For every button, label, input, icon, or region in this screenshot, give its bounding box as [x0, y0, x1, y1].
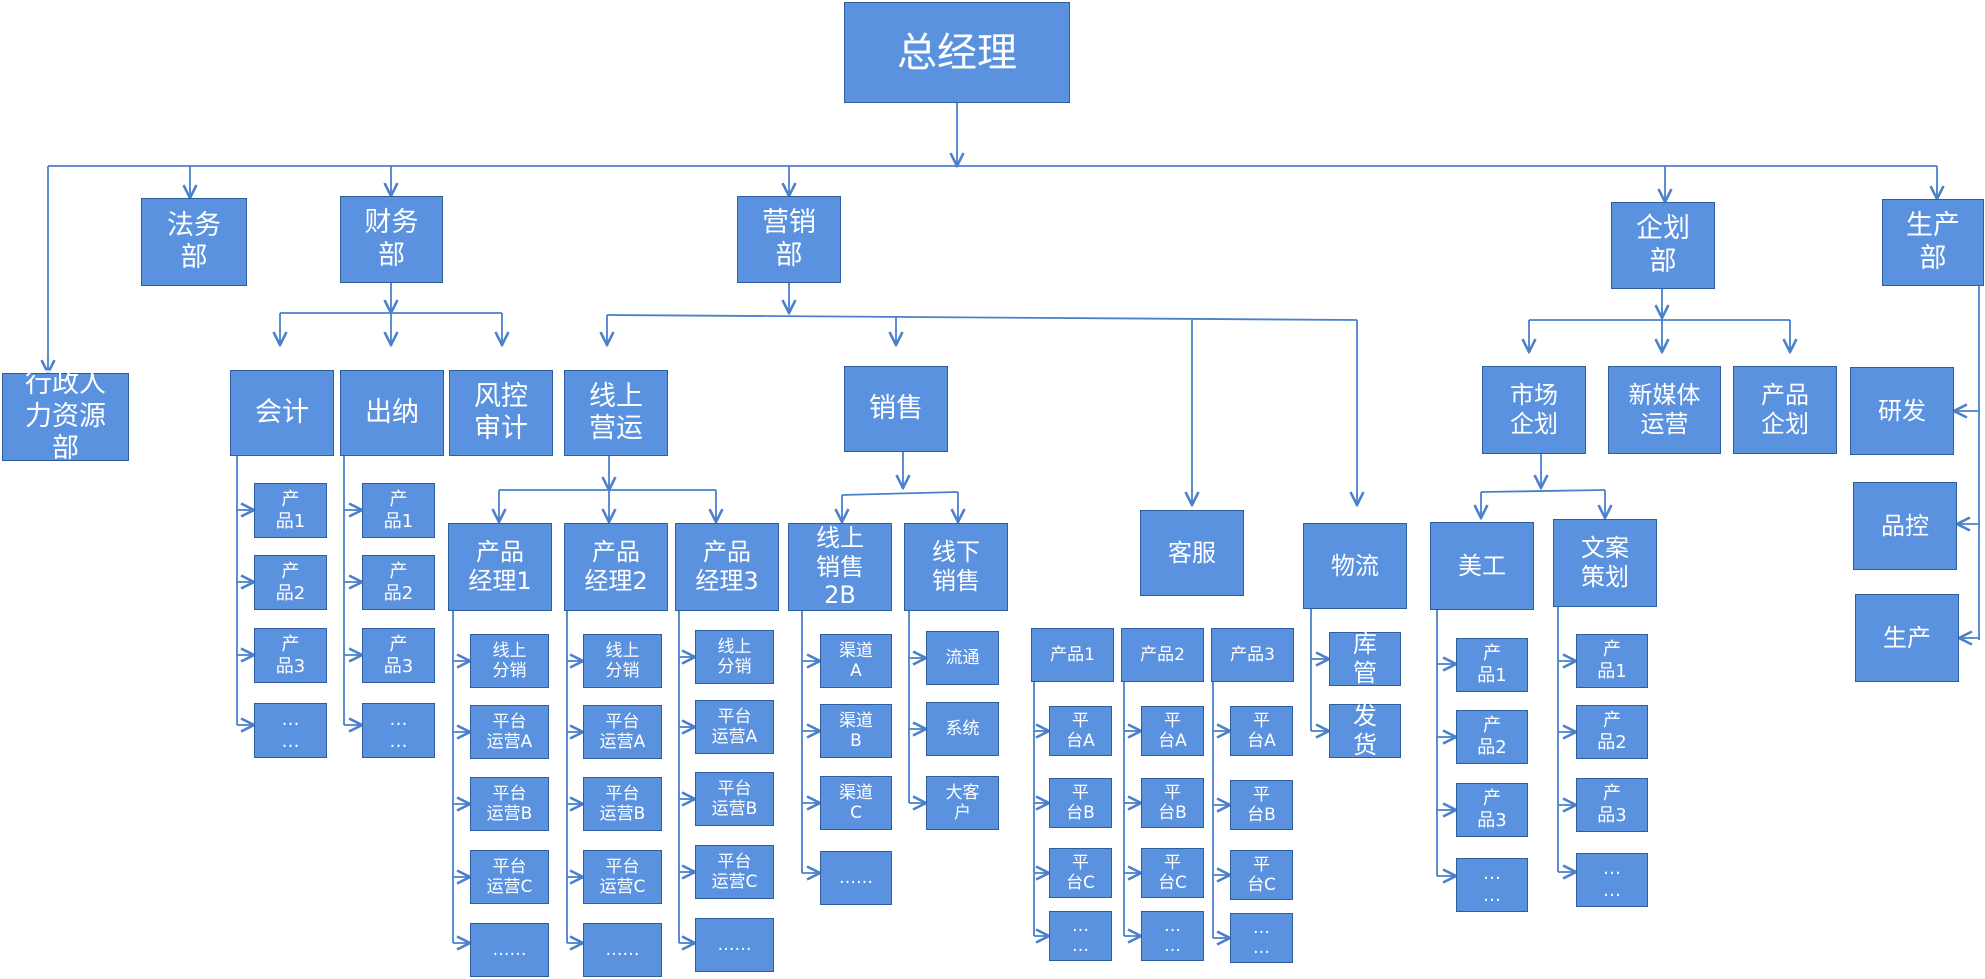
legal-department-box: 法务 部 — [141, 198, 247, 286]
market-planning-box: 市场 企划 — [1482, 366, 1586, 454]
cashier-item: 产 品3 — [362, 628, 435, 683]
service-p3-item: 平 台B — [1230, 780, 1293, 830]
online-sales-item: 渠道 B — [820, 704, 892, 758]
quality-control-box: 品控 — [1853, 482, 1957, 570]
offline-sales-item: 系统 — [926, 702, 999, 756]
marketing-department-box: 营销 部 — [737, 196, 841, 283]
pm1-item: 平台 运营C — [470, 850, 549, 904]
pm3-item: 平台 运营A — [695, 700, 774, 754]
pm2-item: 平台 运营A — [583, 705, 662, 759]
service-product-3-box: 产品3 — [1211, 628, 1294, 682]
ceo-box: 总经理 — [844, 2, 1070, 103]
sales-box: 销售 — [844, 366, 948, 452]
pm2-item: 线上 分销 — [583, 634, 662, 688]
offline-sales-item: 流通 — [926, 631, 999, 685]
accounting-item: … … — [254, 703, 327, 758]
pm2-item: 平台 运营C — [583, 850, 662, 904]
copy-item: 产 品2 — [1576, 705, 1648, 759]
online-sales-item: …… — [820, 851, 892, 905]
finance-department-box: 财务 部 — [340, 196, 443, 283]
customer-service-box: 客服 — [1140, 510, 1244, 596]
art-item: 产 品3 — [1456, 783, 1528, 837]
service-product-2-box: 产品2 — [1121, 628, 1204, 682]
service-p2-item: … … — [1141, 911, 1204, 961]
pm3-item: 线上 分销 — [695, 630, 774, 684]
connector-line — [841, 491, 959, 496]
planning-department-box: 企划 部 — [1611, 202, 1715, 289]
product-manager-3-box: 产品 经理3 — [675, 523, 779, 611]
service-p3-item: 平 台A — [1230, 706, 1293, 756]
cashier-box: 出纳 — [340, 370, 444, 456]
copywriting-box: 文案 策划 — [1553, 519, 1657, 607]
manufacturing-box: 生产 — [1855, 594, 1959, 682]
online-sales-item: 渠道 C — [820, 776, 892, 830]
logistics-item: 库 管 — [1329, 630, 1401, 687]
service-product-1-box: 产品1 — [1031, 628, 1114, 682]
logistics-item: 发 货 — [1329, 702, 1401, 759]
service-p2-item: 平 台C — [1141, 848, 1204, 898]
service-p1-item: 平 台C — [1049, 848, 1112, 898]
service-p1-item: … … — [1049, 911, 1112, 961]
art-item: 产 品1 — [1456, 638, 1528, 692]
accounting-item: 产 品1 — [254, 483, 327, 538]
new-media-ops-box: 新媒体 运营 — [1608, 366, 1721, 454]
product-manager-2-box: 产品 经理2 — [564, 523, 668, 611]
art-item: … … — [1456, 858, 1528, 912]
service-p1-item: 平 台B — [1049, 778, 1112, 828]
cashier-item: 产 品2 — [362, 555, 435, 610]
online-sales-item: 渠道 A — [820, 634, 892, 688]
risk-audit-box: 风控 审计 — [449, 370, 553, 456]
copy-item: … … — [1576, 853, 1648, 907]
service-p3-item: 平 台C — [1230, 850, 1293, 900]
pm3-item: 平台 运营C — [695, 845, 774, 899]
product-manager-1-box: 产品 经理1 — [448, 523, 552, 611]
pm2-item: …… — [583, 923, 662, 977]
logistics-box: 物流 — [1303, 523, 1407, 609]
art-design-box: 美工 — [1430, 522, 1534, 610]
art-item: 产 品2 — [1456, 710, 1528, 764]
cashier-item: 产 品1 — [362, 483, 435, 538]
offline-sales-item: 大客 户 — [926, 776, 999, 830]
accounting-item: 产 品2 — [254, 555, 327, 610]
pm1-item: 平台 运营B — [470, 777, 549, 831]
pm3-item: …… — [695, 918, 774, 972]
cashier-item: … … — [362, 703, 435, 758]
pm1-item: …… — [470, 923, 549, 977]
production-department-box: 生产 部 — [1882, 199, 1984, 286]
copy-item: 产 品1 — [1576, 634, 1648, 688]
service-p2-item: 平 台B — [1141, 778, 1204, 828]
pm2-item: 平台 运营B — [583, 777, 662, 831]
accounting-box: 会计 — [230, 370, 334, 456]
hr-department-box: 行政人 力资源 部 — [2, 368, 129, 464]
service-p1-item: 平 台A — [1049, 706, 1112, 756]
pm3-item: 平台 运营B — [695, 772, 774, 826]
connector-line — [1480, 489, 1606, 493]
offline-sales-box: 线下 销售 — [904, 523, 1008, 611]
online-ops-box: 线上 营运 — [564, 370, 668, 456]
service-p2-item: 平 台A — [1141, 706, 1204, 756]
connector-line — [606, 314, 1358, 321]
service-p3-item: … … — [1230, 913, 1293, 963]
copy-item: 产 品3 — [1576, 778, 1648, 832]
accounting-item: 产 品3 — [254, 628, 327, 683]
rnd-box: 研发 — [1850, 367, 1954, 455]
product-planning-box: 产品 企划 — [1733, 366, 1837, 454]
pm1-item: 线上 分销 — [470, 634, 549, 688]
pm1-item: 平台 运营A — [470, 705, 549, 759]
online-sales-2b-box: 线上 销售 2B — [788, 523, 892, 611]
